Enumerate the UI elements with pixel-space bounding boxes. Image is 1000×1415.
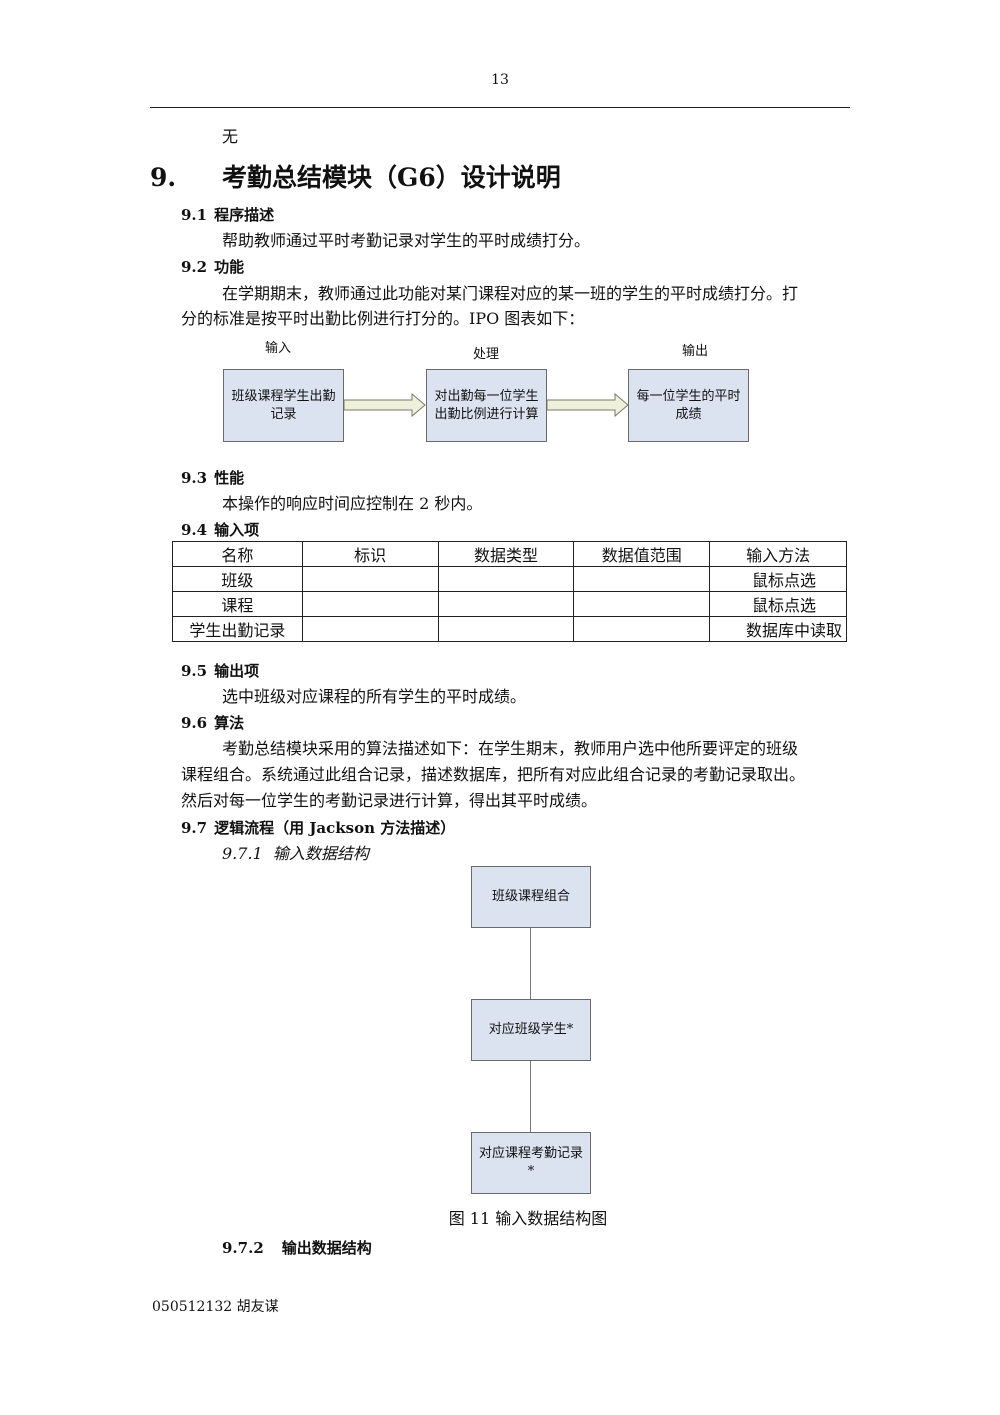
table-row: 班级 鼠标点选 xyxy=(172,566,847,592)
ipo-process-box: 对出勤每一位学生出勤比例进行计算 xyxy=(426,369,547,442)
subsection-9-6-line1: 考勤总结模块采用的算法描述如下：在学生期末，教师用户选中他所要评定的班级 xyxy=(222,739,799,758)
subsection-9-2-line2: 分的标准是按平时出勤比例进行打分的。IPO 图表如下： xyxy=(181,309,585,328)
section-title: 考勤总结模块（G6）设计说明 xyxy=(222,163,561,192)
table-cell xyxy=(437,616,575,642)
jackson-box-attendance: 对应课程考勤记录* xyxy=(471,1132,591,1194)
ipo-arrow-2 xyxy=(547,392,629,418)
header-rule xyxy=(150,107,850,108)
ipo-arrow-1 xyxy=(344,392,426,418)
table-row: 学生出勤记录 数据库中读取 xyxy=(172,616,847,642)
ipo-output-box: 每一位学生的平时成绩 xyxy=(628,369,749,442)
table-cell: 学生出勤记录 xyxy=(172,616,303,642)
table-header-cell: 名称 xyxy=(172,541,303,567)
ipo-process-label: 处理 xyxy=(473,347,500,362)
subsection-9-7-1-heading: 9.7.1 输入数据结构 xyxy=(222,844,369,863)
table-cell xyxy=(301,616,439,642)
subsection-9-1-text: 帮助教师通过平时考勤记录对学生的平时成绩打分。 xyxy=(222,231,591,250)
subsection-9-5-text: 选中班级对应课程的所有学生的平时成绩。 xyxy=(222,687,527,706)
table-cell xyxy=(301,591,439,617)
subsection-9-2-line1: 在学期期末，教师通过此功能对某门课程对应的某一班的学生的平时成绩打分。打 xyxy=(222,284,799,303)
ipo-output-label: 输出 xyxy=(682,344,709,359)
table-cell xyxy=(573,616,711,642)
table-cell: 班级 xyxy=(172,566,303,592)
table-header-cell: 数据值范围 xyxy=(573,541,711,567)
table-cell xyxy=(437,566,575,592)
ipo-input-label: 输入 xyxy=(265,341,292,356)
jackson-connector-2 xyxy=(530,1061,531,1132)
table-row: 课程 鼠标点选 xyxy=(172,591,847,617)
table-cell: 鼠标点选 xyxy=(709,566,847,592)
page-number: 13 xyxy=(491,72,509,88)
figure-caption: 图 11 输入数据结构图 xyxy=(448,1209,608,1228)
table-cell xyxy=(301,566,439,592)
subsection-9-3-text: 本操作的响应时间应控制在 2 秒内。 xyxy=(222,494,483,513)
table-header-cell: 数据类型 xyxy=(437,541,575,567)
section-number: 9. xyxy=(150,163,177,192)
subsection-9-6-line3: 然后对每一位学生的考勤记录进行计算，得出其平时成绩。 xyxy=(181,791,598,810)
footer-author: 050512132 胡友谋 xyxy=(152,1299,279,1315)
table-header-row: 名称 标识 数据类型 数据值范围 输入方法 xyxy=(172,541,847,567)
table-cell xyxy=(573,591,711,617)
jackson-connector-1 xyxy=(530,928,531,999)
table-cell xyxy=(437,591,575,617)
jackson-box-students: 对应班级学生* xyxy=(471,999,591,1061)
intro-text: 无 xyxy=(222,127,239,146)
table-cell: 数据库中读取 xyxy=(709,616,847,642)
subsection-9-6-line2: 课程组合。系统通过此组合记录，描述数据库，把所有对应此组合记录的考勤记录取出。 xyxy=(181,765,806,784)
jackson-box-class-course: 班级课程组合 xyxy=(471,866,591,928)
table-header-cell: 输入方法 xyxy=(709,541,847,567)
table-cell xyxy=(573,566,711,592)
section-heading: 9. 考勤总结模块（G6）设计说明 xyxy=(150,158,561,194)
ipo-input-box: 班级课程学生出勤记录 xyxy=(223,369,344,442)
table-cell: 鼠标点选 xyxy=(709,591,847,617)
input-items-table: 名称 标识 数据类型 数据值范围 输入方法 班级 鼠标点选 课程 鼠标点选 学生… xyxy=(172,541,847,642)
table-header-cell: 标识 xyxy=(301,541,439,567)
table-cell: 课程 xyxy=(172,591,303,617)
